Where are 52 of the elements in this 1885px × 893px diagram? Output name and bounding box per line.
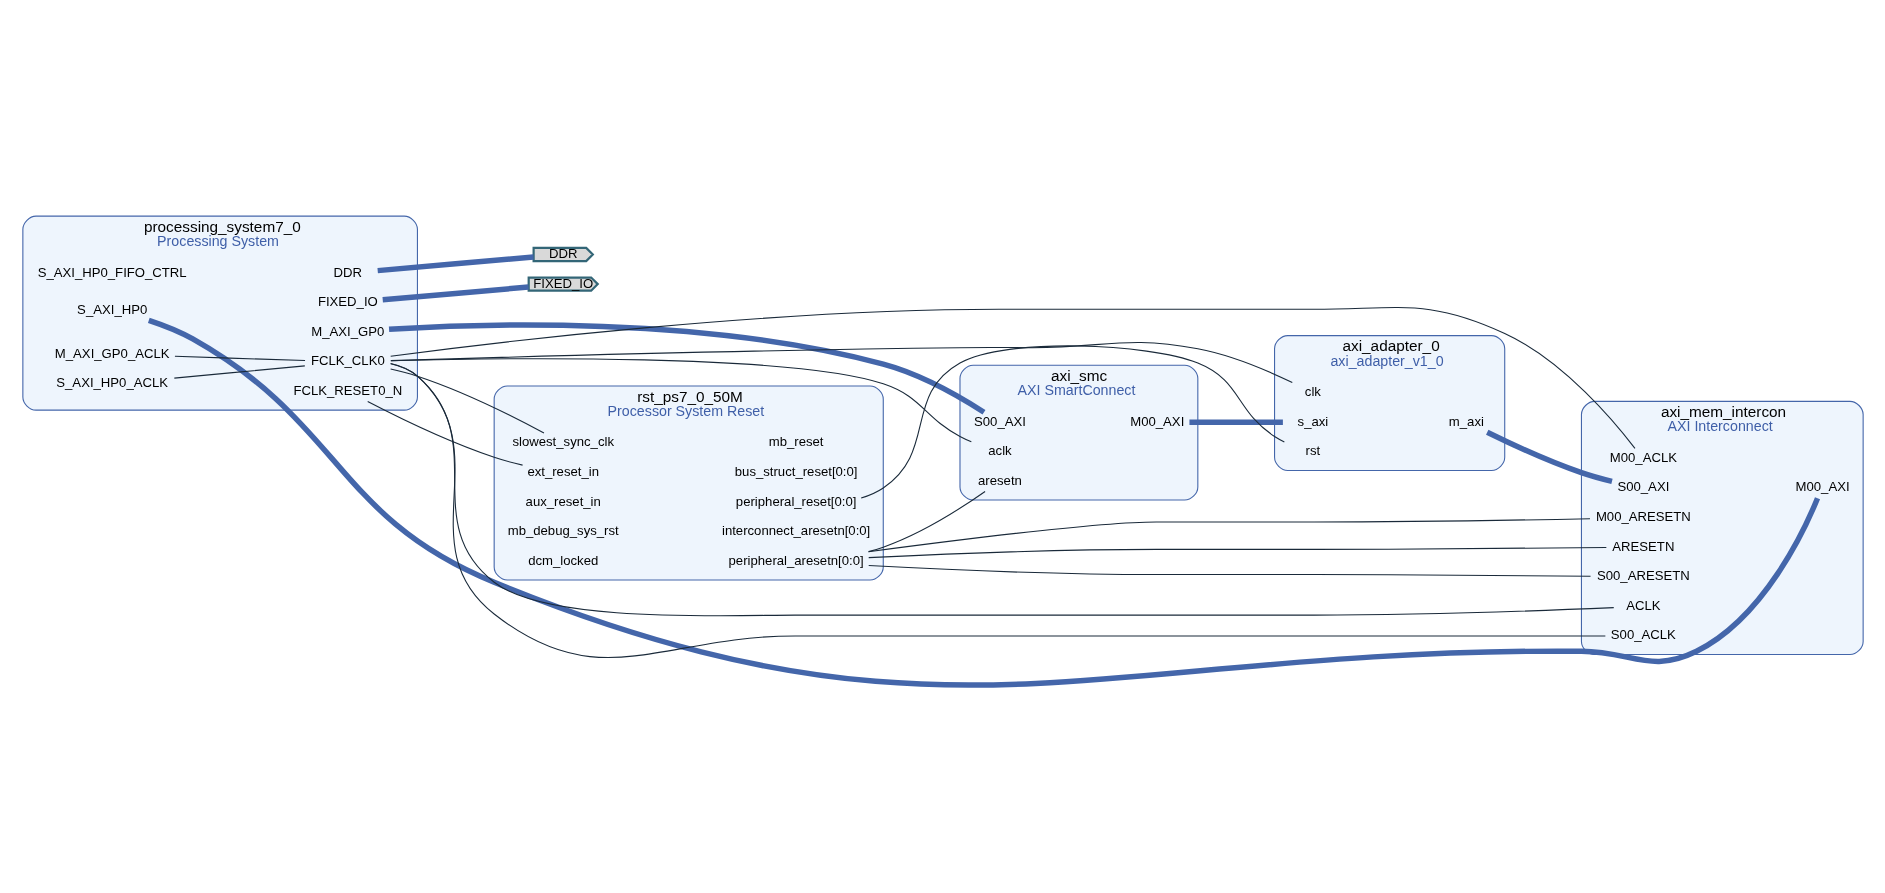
node-text: S_AXI_HP0 bbox=[76, 301, 147, 317]
connector bbox=[382, 284, 529, 303]
node-text: ACLK bbox=[1625, 597, 1661, 613]
node-text: FCLK_CLK0 bbox=[310, 353, 385, 369]
connector bbox=[173, 365, 305, 379]
connector bbox=[860, 345, 1285, 499]
node-text: s_axi bbox=[1297, 413, 1328, 429]
node-text: S_AXI_HP0_FIFO_CTRL bbox=[37, 264, 187, 280]
node-text: ext_reset_in bbox=[526, 464, 599, 480]
node-text: S00_ARESETN bbox=[1596, 568, 1690, 584]
node-text: mb_debug_sys_rst bbox=[507, 523, 619, 539]
node-text: dcm_locked bbox=[527, 552, 598, 568]
node-text: clk bbox=[1304, 384, 1321, 400]
node-text: slowest_sync_clk bbox=[511, 434, 614, 450]
node-text: m_axi bbox=[1448, 413, 1484, 429]
connector bbox=[867, 565, 1591, 577]
node-text: FCLK_RESET0_N bbox=[292, 382, 402, 398]
connector bbox=[147, 317, 1820, 688]
connector bbox=[366, 400, 523, 466]
connector bbox=[376, 254, 534, 274]
node-text: M00_AXI bbox=[1129, 413, 1184, 429]
connector bbox=[867, 518, 1591, 553]
node-text: S00_AXI bbox=[973, 413, 1026, 429]
node-text: M00_ARESETN bbox=[1595, 508, 1691, 524]
node-text: bus_struct_reset[0:0] bbox=[734, 464, 857, 480]
node-text: aresetn bbox=[977, 472, 1022, 488]
connector bbox=[389, 358, 972, 443]
node-text: M00_ACLK bbox=[1609, 449, 1677, 465]
node-text: DDR bbox=[333, 264, 362, 280]
node-text: S00_AXI bbox=[1616, 479, 1669, 495]
connector bbox=[1188, 419, 1283, 425]
node-text: aclk bbox=[987, 443, 1012, 459]
node-text: rst bbox=[1305, 443, 1320, 459]
node-text: peripheral_aresetn[0:0] bbox=[728, 552, 864, 568]
connector bbox=[388, 322, 985, 415]
node-text: FIXED_IO bbox=[317, 294, 378, 310]
connector bbox=[1485, 429, 1613, 485]
node-text: interconnect_aresetn[0:0] bbox=[721, 523, 870, 539]
node-text: S_AXI_HP0_ACLK bbox=[55, 375, 168, 391]
node-text: M_AXI_GP0 bbox=[310, 323, 384, 339]
node-text: M_AXI_GP0_ACLK bbox=[54, 345, 170, 361]
node-text: M00_AXI bbox=[1795, 479, 1850, 495]
node-text: peripheral_reset[0:0] bbox=[735, 493, 856, 509]
node-text: mb_reset bbox=[768, 434, 824, 450]
connector bbox=[173, 355, 306, 362]
node-text: aux_reset_in bbox=[525, 493, 601, 509]
node-text: S00_ACLK bbox=[1610, 627, 1676, 643]
connector bbox=[389, 368, 544, 434]
connector bbox=[867, 547, 1607, 559]
connector bbox=[867, 490, 986, 553]
node-text: ARESETN bbox=[1611, 538, 1674, 554]
connector bbox=[389, 306, 1635, 449]
